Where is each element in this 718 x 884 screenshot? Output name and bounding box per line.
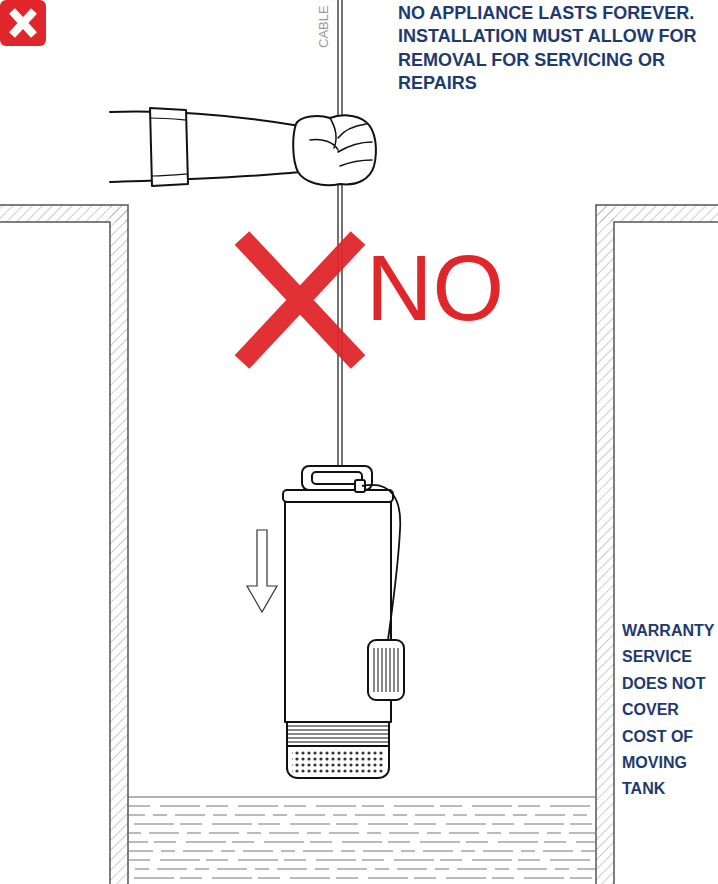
hand (150, 108, 188, 186)
pump (287, 738, 389, 739)
water (128, 806, 596, 807)
pump (362, 485, 400, 640)
warning-icon (0, 0, 46, 46)
pump (390, 648, 391, 692)
pump (287, 742, 389, 743)
pump (283, 490, 393, 502)
cable (341, 0, 343, 470)
water (128, 842, 596, 843)
tank-wall (110, 205, 128, 884)
pump (378, 648, 379, 692)
cable (337, 0, 339, 470)
water (128, 869, 596, 870)
hand (110, 112, 300, 182)
water (128, 797, 596, 878)
hand (110, 108, 376, 186)
water (128, 797, 596, 798)
pump (287, 726, 389, 742)
warranty-note: WARRANTY SERVICE DOES NOT COVER COST OF … (622, 618, 714, 803)
water (128, 878, 596, 879)
pump (287, 722, 389, 746)
tank-wall (596, 205, 718, 884)
pump (398, 648, 399, 692)
tank-wall (0, 205, 128, 222)
hand (150, 118, 187, 176)
water (128, 833, 596, 834)
tank-wall (0, 205, 718, 884)
pump (386, 648, 387, 692)
hand (310, 118, 372, 166)
pump (394, 648, 395, 692)
down-arrow (247, 530, 277, 612)
pump (287, 730, 389, 731)
pump (374, 648, 398, 692)
pump (382, 648, 383, 692)
warning-note: NO APPLIANCE LASTS FOREVER. INSTALLATION… (398, 2, 710, 96)
pump (287, 726, 389, 727)
tank-wall (596, 205, 614, 884)
tank-wall (0, 205, 128, 884)
down-arrow (247, 530, 277, 612)
hand (293, 115, 376, 185)
pump (292, 749, 384, 775)
tank-wall (596, 205, 718, 222)
pump (283, 466, 404, 778)
water (128, 851, 596, 852)
water (128, 860, 596, 861)
pump (374, 648, 375, 692)
water (128, 824, 596, 825)
warning-icon (0, 0, 46, 46)
cable (338, 0, 342, 470)
red-cross (242, 238, 358, 362)
water (128, 815, 596, 816)
pump (287, 734, 389, 735)
no-mark: NO (366, 238, 566, 339)
cable-label: CABLE (316, 5, 332, 48)
warning-icon (12, 11, 34, 35)
pump (368, 640, 404, 700)
red-cross (242, 238, 358, 362)
pump (287, 746, 389, 778)
